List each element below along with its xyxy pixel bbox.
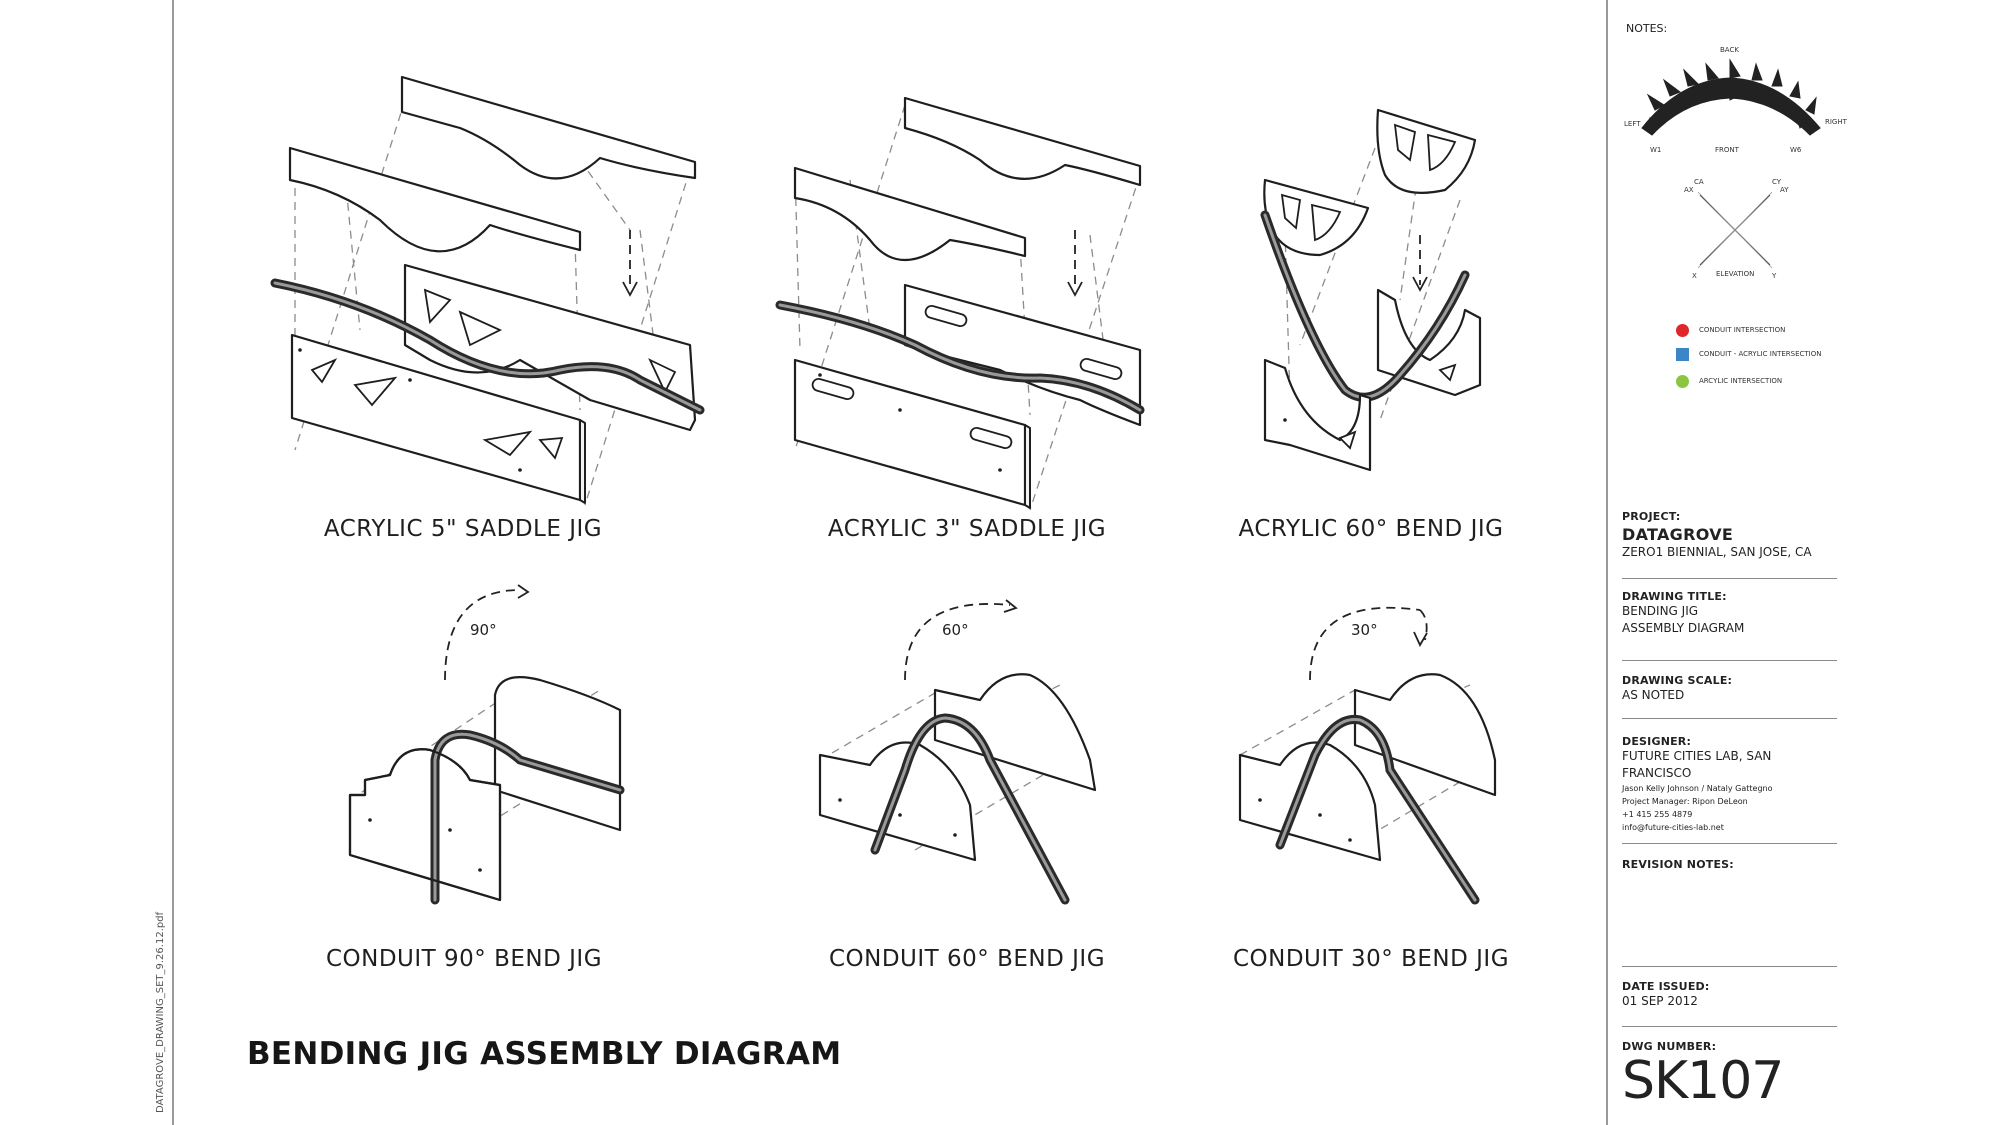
left-border-line bbox=[172, 0, 174, 1125]
plan-label-w1: W1 bbox=[1650, 146, 1662, 154]
separator bbox=[1622, 660, 1837, 661]
drawing-main-title: BENDING JIG ASSEMBLY DIAGRAM bbox=[247, 1036, 842, 1072]
dwg-number: SK107 bbox=[1622, 1051, 1784, 1111]
caption-acrylic-3-saddle: ACRYLIC 3" SADDLE JIG bbox=[827, 516, 1107, 542]
green-circle-icon bbox=[1676, 374, 1689, 388]
angle-label-60: 60° bbox=[942, 621, 969, 639]
scale-block: DRAWING SCALE: AS NOTED bbox=[1622, 674, 1837, 704]
designer-label: DESIGNER: bbox=[1622, 735, 1692, 748]
notes-label: NOTES: bbox=[1626, 22, 1668, 35]
plan-label-w6: W6 bbox=[1790, 146, 1802, 154]
plan-label-back: BACK bbox=[1720, 46, 1739, 54]
plan-label-right: RIGHT bbox=[1825, 118, 1847, 126]
drawing-title-line2: ASSEMBLY DIAGRAM bbox=[1622, 621, 1745, 635]
caption-acrylic-60-bend: ACRYLIC 60° BEND JIG bbox=[1238, 516, 1504, 542]
caption-acrylic-5-saddle: ACRYLIC 5" SADDLE JIG bbox=[323, 516, 603, 542]
acrylic-60-bend-jig-drawing bbox=[1260, 108, 1482, 472]
acrylic-5-saddle-jig-drawing bbox=[270, 75, 705, 506]
project-label: PROJECT: bbox=[1622, 510, 1681, 523]
phone: +1 415 255 4879 bbox=[1622, 810, 1693, 819]
caption-conduit-30-bend: CONDUIT 30° BEND JIG bbox=[1232, 946, 1510, 972]
conduit-60-bend-jig-drawing bbox=[818, 599, 1097, 905]
file-name-vertical: DATAGROVE_DRAWING_SET_9.26.12.pdf bbox=[155, 911, 166, 1113]
angle-label-30: 30° bbox=[1351, 621, 1378, 639]
project-manager: Project Manager: Ripon DeLeon bbox=[1622, 797, 1748, 806]
legend-conduit-acrylic-intersection: CONDUIT - ACRYLIC INTERSECTION bbox=[1676, 347, 1822, 361]
project-block: PROJECT: DATAGROVE ZERO1 BIENNIAL, SAN J… bbox=[1622, 510, 1837, 561]
separator bbox=[1622, 1026, 1837, 1027]
legend-acrylic-intersection: ARCYLIC INTERSECTION bbox=[1676, 374, 1782, 388]
separator bbox=[1622, 843, 1837, 844]
designer-block: DESIGNER: FUTURE CITIES LAB, SAN FRANCIS… bbox=[1622, 735, 1837, 834]
designer-firm: FUTURE CITIES LAB, SAN FRANCISCO bbox=[1622, 749, 1772, 780]
blue-square-icon bbox=[1676, 347, 1689, 361]
elev-label-e: AX bbox=[1684, 186, 1694, 194]
caption-conduit-60-bend: CONDUIT 60° BEND JIG bbox=[828, 946, 1106, 972]
scale-value: AS NOTED bbox=[1622, 688, 1685, 702]
conduit-30-bend-jig-drawing bbox=[1238, 606, 1497, 905]
legend-conduit-intersection: CONDUIT INTERSECTION bbox=[1676, 323, 1785, 337]
dwg-block: DWG NUMBER: SK107 bbox=[1622, 1040, 1837, 1109]
caption-conduit-90-bend: CONDUIT 90° BEND JIG bbox=[325, 946, 603, 972]
scale-label: DRAWING SCALE: bbox=[1622, 674, 1733, 687]
revision-block: REVISION NOTES: bbox=[1622, 858, 1837, 871]
acrylic-3-saddle-jig-drawing bbox=[775, 96, 1145, 511]
elev-label-c: CA bbox=[1694, 178, 1704, 186]
angle-label-90: 90° bbox=[470, 621, 497, 639]
project-location: ZERO1 BIENNIAL, SAN JOSE, CA bbox=[1622, 545, 1812, 559]
separator bbox=[1622, 578, 1837, 579]
elev-label-g: X bbox=[1692, 272, 1697, 280]
legend-label: ARCYLIC INTERSECTION bbox=[1699, 377, 1783, 385]
drawing-title-block: DRAWING TITLE: BENDING JIG ASSEMBLY DIAG… bbox=[1622, 590, 1837, 637]
legend-label: CONDUIT INTERSECTION bbox=[1699, 326, 1786, 334]
legend-label: CONDUIT - ACRYLIC INTERSECTION bbox=[1699, 350, 1822, 358]
revision-label: REVISION NOTES: bbox=[1622, 858, 1734, 871]
elev-label-d: CY bbox=[1772, 178, 1782, 186]
date-value: 01 SEP 2012 bbox=[1622, 994, 1698, 1008]
project-name: DATAGROVE bbox=[1622, 525, 1734, 544]
drawing-title-label: DRAWING TITLE: bbox=[1622, 590, 1727, 603]
conduit-90-bend-jig-drawing bbox=[348, 584, 625, 905]
elev-label-f: AY bbox=[1780, 186, 1789, 194]
designer-names: Jason Kelly Johnson / Nataly Gattegno bbox=[1622, 784, 1773, 793]
titleblock-border-line bbox=[1606, 0, 1608, 1125]
email: info@future-cities-lab.net bbox=[1622, 823, 1724, 832]
separator bbox=[1622, 718, 1837, 719]
notes-plan-diagram bbox=[1641, 58, 1821, 269]
plan-label-front: FRONT bbox=[1715, 146, 1739, 154]
plan-label-left: LEFT bbox=[1624, 120, 1641, 128]
elev-label-title: ELEVATION bbox=[1716, 270, 1755, 278]
date-label: DATE ISSUED: bbox=[1622, 980, 1710, 993]
jig-drawings bbox=[270, 75, 1497, 905]
elev-label-h: Y bbox=[1772, 272, 1777, 280]
date-block: DATE ISSUED: 01 SEP 2012 bbox=[1622, 980, 1837, 1010]
red-circle-icon bbox=[1676, 323, 1689, 337]
separator bbox=[1622, 966, 1837, 967]
drawing-title-line1: BENDING JIG bbox=[1622, 604, 1699, 618]
dwg-label: DWG NUMBER: bbox=[1622, 1040, 1717, 1053]
